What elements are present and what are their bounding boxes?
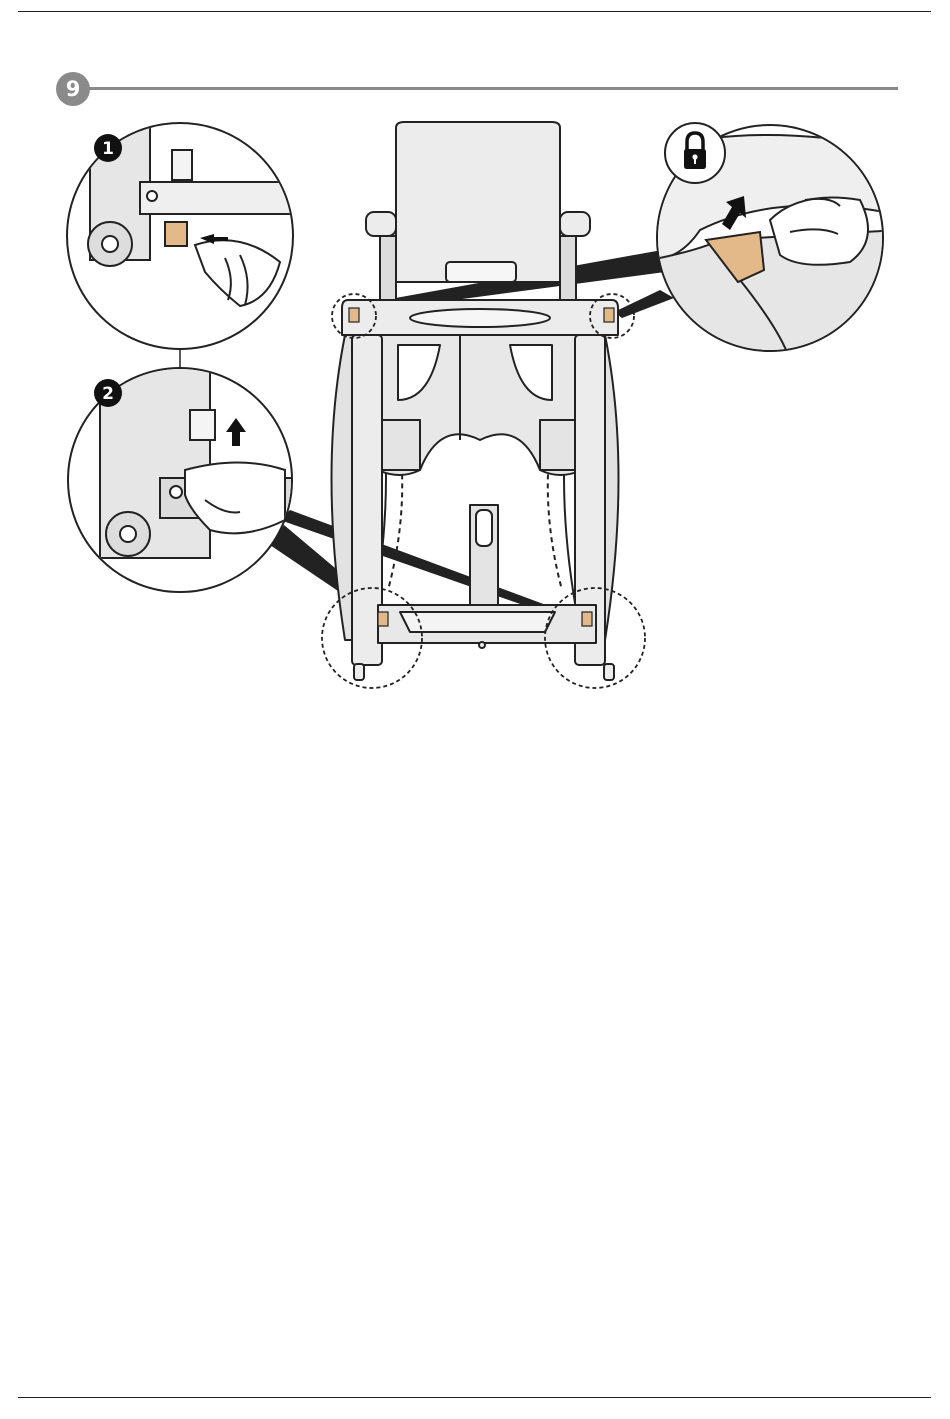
detail-circle-1: 1 <box>67 120 300 349</box>
callout-label-1: 1 <box>102 139 114 159</box>
detail-circle-lock <box>650 123 900 360</box>
assembly-illustration: 1 2 <box>0 0 950 720</box>
backrest <box>396 122 560 282</box>
page-bottom-rule <box>18 1397 931 1398</box>
armrest-right <box>560 212 590 236</box>
shower-chair <box>332 122 619 680</box>
detail-circle-2: 2 <box>68 368 300 592</box>
callout-label-2: 2 <box>102 384 114 404</box>
armrest-left <box>366 212 396 236</box>
